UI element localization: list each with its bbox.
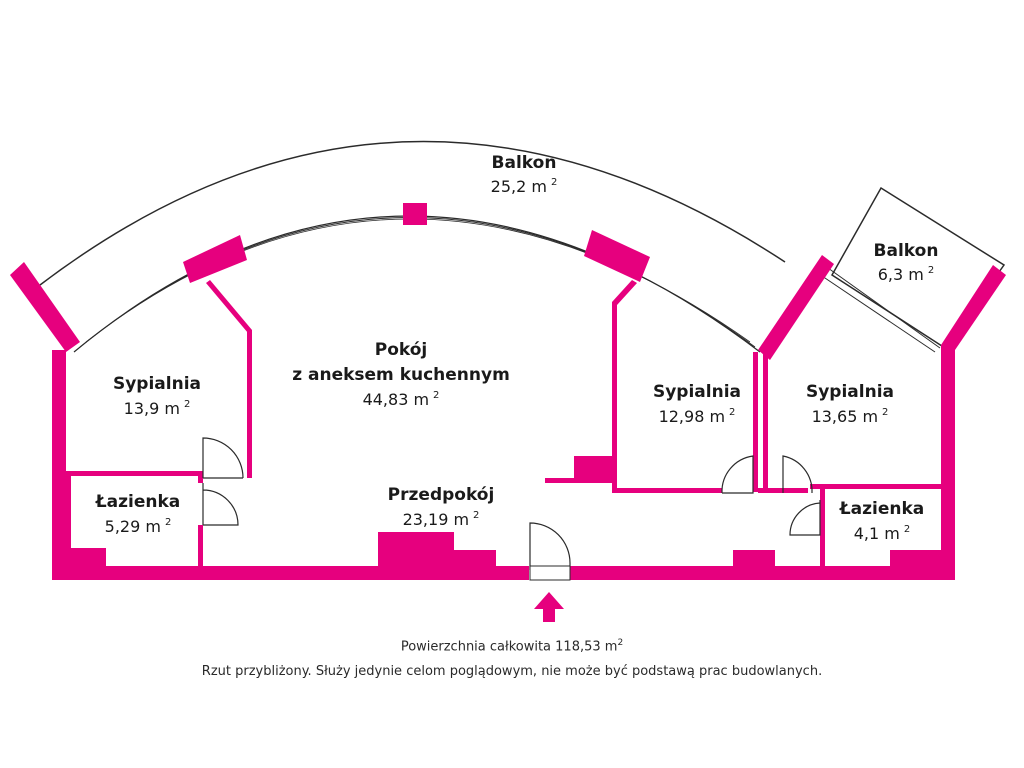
entrance-door — [529, 522, 571, 570]
disclaimer-text: Rzut przybliżony. Służy jedynie celom po… — [201, 664, 823, 679]
door-bathroom-2 — [789, 500, 821, 536]
pokoj-name-1: Pokój — [375, 340, 428, 360]
pokoj-name-2: z aneksem kuchennym — [292, 365, 510, 385]
sypialnia-1-name: Sypialnia — [113, 374, 201, 394]
entrance-arrow-icon — [534, 592, 564, 622]
lazienka-2-name: Łazienka — [839, 499, 925, 519]
walls — [10, 203, 1006, 580]
doors — [202, 437, 821, 581]
balkon-big-name: Balkon — [492, 153, 557, 173]
door-bedroom-3 — [782, 455, 813, 494]
disclaimer: Rzut przybliżony. Służy jedynie celom po… — [0, 664, 1024, 679]
door-bedroom-1 — [202, 437, 244, 479]
sypialnia-3-name: Sypialnia — [806, 382, 894, 402]
sypialnia-2-name: Sypialnia — [653, 382, 741, 402]
total-area-text: Powierzchnia całkowita 118,53 m — [400, 639, 618, 655]
small-balcony-window-2 — [821, 275, 936, 353]
door-bedroom-2 — [721, 455, 754, 494]
door-bathroom-1 — [202, 483, 239, 526]
total-area-exp: 2 — [617, 638, 624, 648]
total-area: Powierzchnia całkowita 118,53 m2 — [0, 638, 1024, 654]
przedpokoj-name: Przedpokój — [388, 485, 495, 505]
lazienka-1-name: Łazienka — [95, 492, 181, 512]
big-balcony-outline — [39, 140, 786, 286]
curved-window-outer — [73, 215, 761, 353]
small-balcony-window — [827, 267, 941, 349]
balkon-small-name: Balkon — [874, 241, 939, 261]
